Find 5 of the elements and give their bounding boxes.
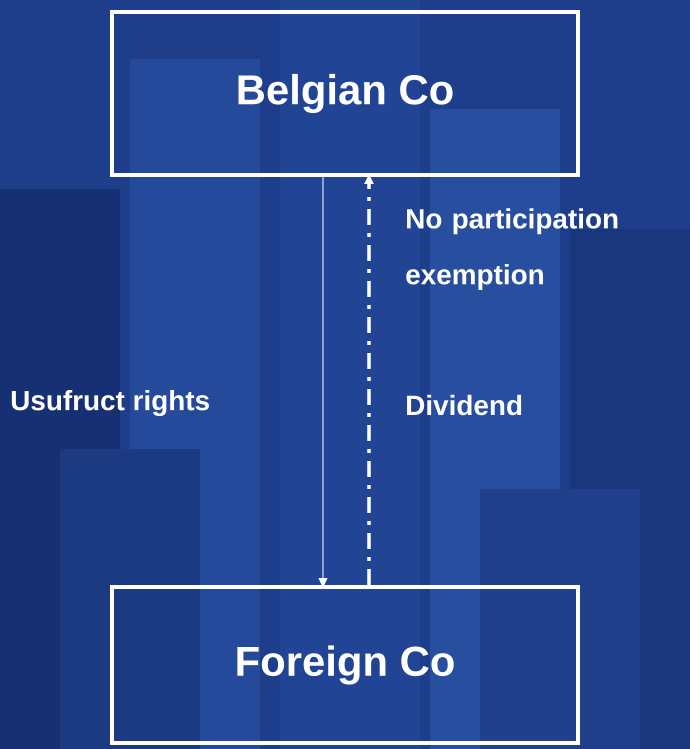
edge-label: Usufruct rights (12, 390, 209, 416)
company-box: Belgian Co (110, 10, 580, 177)
company-box: Foreign Co (110, 585, 580, 745)
note-text: No participation exemption (406, 208, 618, 290)
edge-label: Dividend (407, 394, 522, 416)
